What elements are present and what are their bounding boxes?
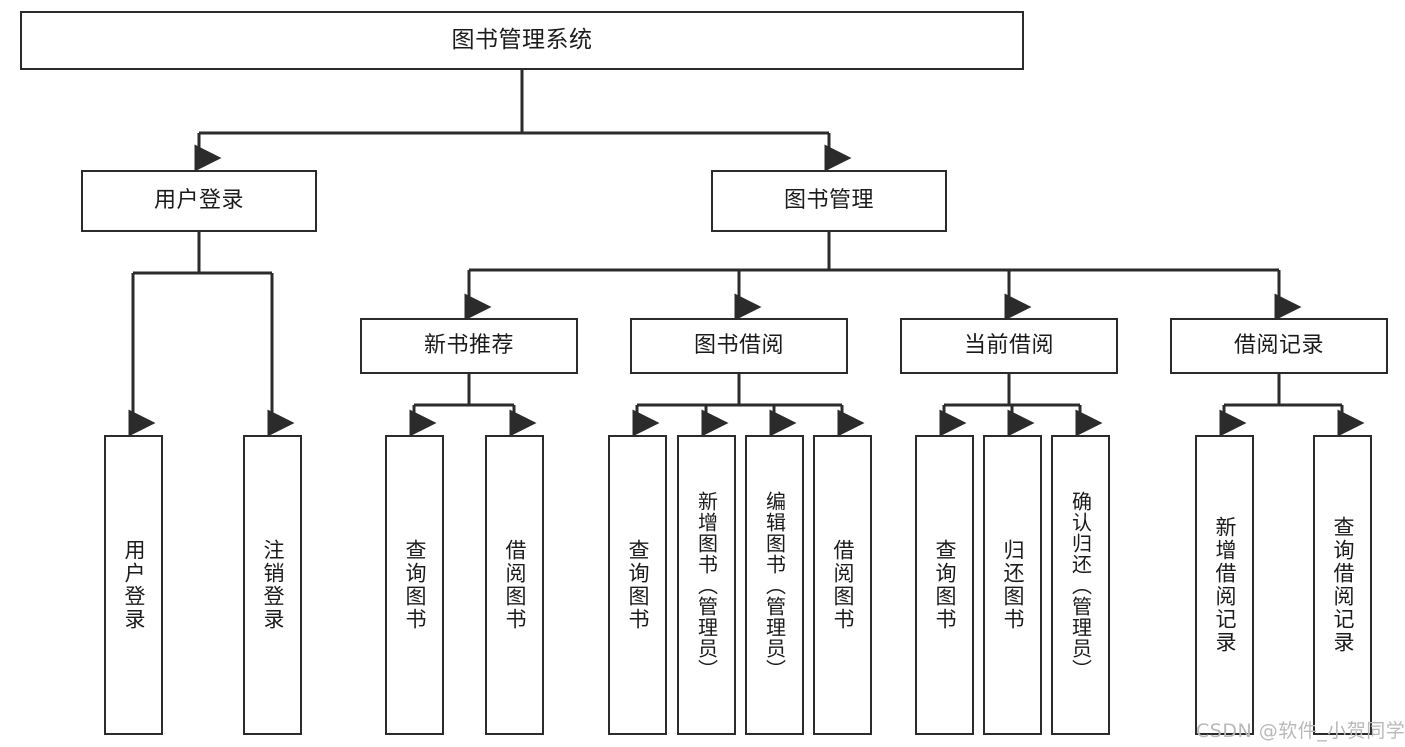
node-label: 查询借阅记录 (1331, 516, 1355, 654)
node-leaf-return-book[interactable]: 归还图书 (983, 435, 1042, 735)
node-label: 注销登录 (261, 539, 285, 631)
node-label: 用户登录 (153, 188, 244, 214)
node-label: 图书管理 (783, 188, 874, 214)
node-label: 确认归还（管理员） (1068, 490, 1093, 680)
node-leaf-query-book-2[interactable]: 查询图书 (608, 435, 667, 735)
node-leaf-query-book-1[interactable]: 查询图书 (385, 435, 444, 735)
node-label: 借阅记录 (1233, 333, 1324, 359)
node-leaf-borrow-book-2[interactable]: 借阅图书 (813, 435, 872, 735)
node-label: 查询图书 (933, 539, 957, 631)
node-leaf-query-book-3[interactable]: 查询图书 (915, 435, 974, 735)
node-label: 归还图书 (1001, 539, 1025, 631)
node-leaf-logout-login[interactable]: 注销登录 (243, 435, 302, 735)
node-leaf-add-borrow-record[interactable]: 新增借阅记录 (1195, 435, 1254, 735)
node-leaf-user-login[interactable]: 用户登录 (104, 435, 163, 735)
node-label: 借阅图书 (831, 539, 855, 631)
node-borrow-record[interactable]: 借阅记录 (1170, 318, 1388, 374)
node-book-borrow[interactable]: 图书借阅 (630, 318, 848, 374)
csdn-watermark: CSDN @软件_小贺同学 (1196, 720, 1405, 742)
node-label: 图书管理系统 (451, 26, 593, 53)
node-new-book-recommend[interactable]: 新书推荐 (360, 318, 578, 374)
node-label: 图书借阅 (693, 333, 784, 359)
node-label: 用户登录 (122, 539, 146, 631)
node-label: 编辑图书（管理员） (762, 490, 787, 680)
node-label: 借阅图书 (503, 539, 527, 631)
node-label: 查询图书 (626, 539, 650, 631)
node-leaf-query-borrow-record[interactable]: 查询借阅记录 (1313, 435, 1372, 735)
node-label: 新增借阅记录 (1213, 516, 1237, 654)
node-label: 新书推荐 (423, 333, 514, 359)
node-book-manage[interactable]: 图书管理 (711, 170, 947, 232)
node-leaf-borrow-book-1[interactable]: 借阅图书 (485, 435, 544, 735)
node-leaf-edit-book-admin[interactable]: 编辑图书（管理员） (745, 435, 804, 735)
node-leaf-add-book-admin[interactable]: 新增图书（管理员） (677, 435, 736, 735)
node-root[interactable]: 图书管理系统 (20, 11, 1024, 70)
node-user-login[interactable]: 用户登录 (81, 170, 317, 232)
node-current-borrow[interactable]: 当前借阅 (900, 318, 1118, 374)
node-leaf-confirm-return-admin[interactable]: 确认归还（管理员） (1051, 435, 1110, 735)
node-label: 查询图书 (403, 539, 427, 631)
node-label: 当前借阅 (963, 333, 1054, 359)
node-label: 新增图书（管理员） (694, 490, 719, 680)
